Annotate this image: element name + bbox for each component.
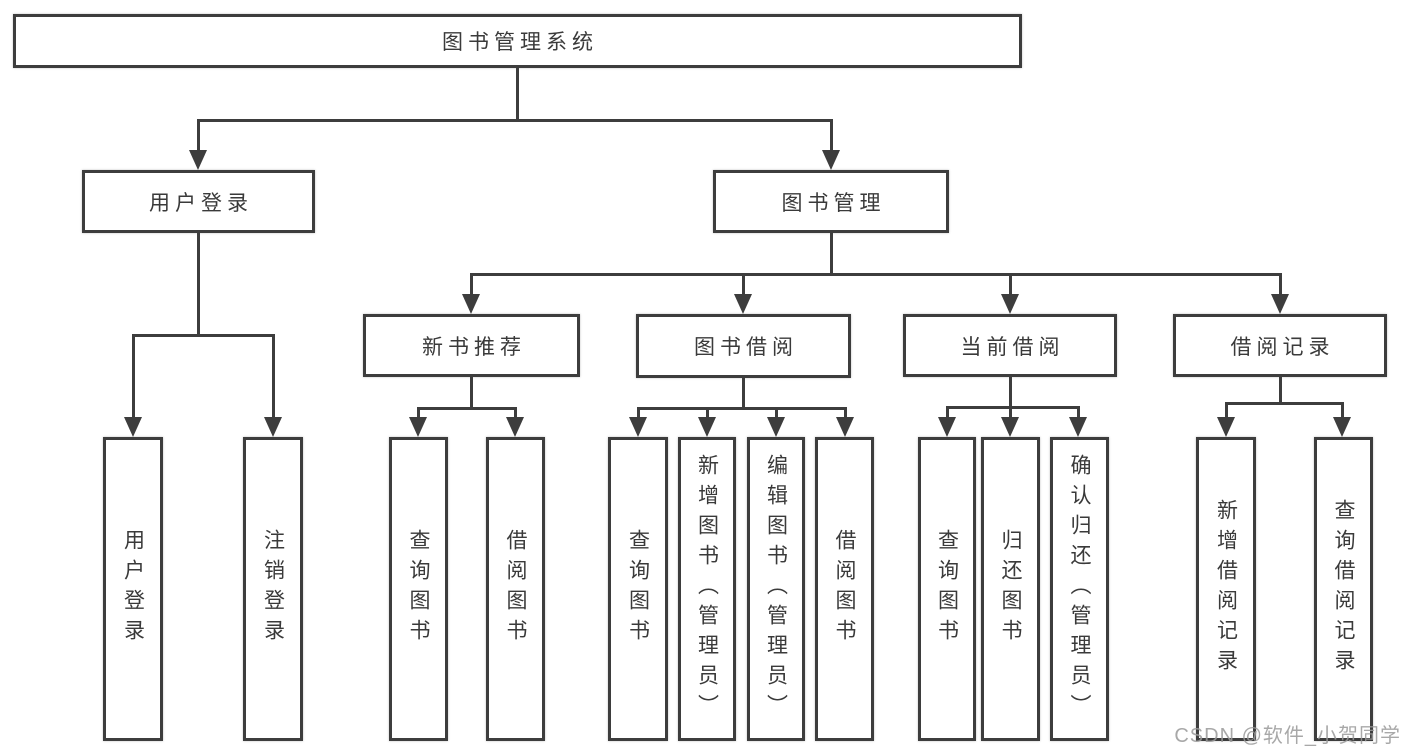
leaf-borrow-edit-book: 编辑图书（管理员）: [747, 437, 805, 741]
arrow-down-icon: [409, 417, 427, 437]
connector-userlogin-c1-shaft: [132, 334, 135, 419]
leaf-records-add: 新增借阅记录: [1196, 437, 1256, 741]
node-book-management: 图书管理: [713, 170, 949, 233]
leaf-user-login-label: 用户登录: [121, 529, 145, 649]
node-user-login-group: 用户登录: [82, 170, 315, 233]
node-current-borrow: 当前借阅: [903, 314, 1117, 377]
arrow-down-icon: [1217, 417, 1235, 437]
leaf-records-query-label: 查询借阅记录: [1332, 499, 1355, 679]
arrow-down-icon: [264, 417, 282, 437]
leaf-borrow-borrow-book-label: 借阅图书: [833, 529, 856, 649]
leaf-current-confirm-return: 确认归还（管理员）: [1050, 437, 1109, 741]
connector-current-stem: [1009, 377, 1012, 409]
arrow-down-icon: [767, 417, 785, 437]
connector-current-c3-shaft: [1077, 406, 1080, 419]
arrow-down-icon: [189, 150, 207, 170]
connector-newbook-c2-shaft: [514, 407, 517, 419]
leaf-newbook-query: 查询图书: [389, 437, 448, 741]
csdn-watermark: CSDN @软件_小贺同学: [1174, 725, 1401, 747]
leaf-logout: 注销登录: [243, 437, 303, 741]
arrow-down-icon: [629, 417, 647, 437]
arrow-down-icon: [506, 417, 524, 437]
arrow-down-icon: [938, 417, 956, 437]
connector-borrow-c2-shaft: [706, 407, 709, 419]
connector-bookmgmt-bar: [470, 273, 1281, 276]
node-borrow-records-label: 借阅记录: [1230, 335, 1335, 359]
leaf-current-query-label: 查询图书: [935, 529, 959, 649]
connector-userlogin-bar: [132, 334, 275, 337]
leaf-records-query: 查询借阅记录: [1314, 437, 1373, 741]
connector-borrow-c1-shaft: [637, 407, 640, 419]
leaf-borrow-borrow-book: 借阅图书: [815, 437, 874, 741]
arrow-down-icon: [124, 417, 142, 437]
leaf-current-return-label: 归还图书: [999, 529, 1022, 649]
node-root-label: 图书管理系统: [442, 31, 598, 54]
node-book-management-label: 图书管理: [781, 191, 886, 215]
arrow-down-icon: [698, 417, 716, 437]
connector-bookmgmt-c2-shaft: [742, 273, 745, 296]
connector-bookmgmt-c4-shaft: [1279, 273, 1282, 296]
leaf-newbook-borrow-label: 借阅图书: [504, 529, 527, 649]
arrow-down-icon: [734, 294, 752, 314]
connector-borrow-bar: [637, 407, 846, 410]
leaf-newbook-query-label: 查询图书: [407, 529, 430, 649]
arrow-down-icon: [836, 417, 854, 437]
connector-records-stem: [1279, 377, 1282, 405]
connector-records-c2-shaft: [1341, 402, 1344, 419]
connector-current-c2-shaft: [1009, 406, 1012, 419]
leaf-current-return: 归还图书: [981, 437, 1040, 741]
leaf-borrow-query-label: 查询图书: [626, 529, 650, 649]
node-borrow-records: 借阅记录: [1173, 314, 1387, 377]
connector-newbook-bar: [417, 407, 517, 410]
connector-borrow-c3-shaft: [775, 407, 778, 419]
connector-records-bar: [1225, 402, 1343, 405]
arrow-down-icon: [1333, 417, 1351, 437]
connector-userlogin-c2-shaft: [272, 334, 275, 419]
leaf-records-add-label: 新增借阅记录: [1214, 499, 1238, 679]
connector-bookmgmt-stem: [830, 233, 833, 276]
node-new-book-recommend: 新书推荐: [363, 314, 580, 377]
node-book-borrow-label: 图书借阅: [694, 336, 798, 359]
connector-userlogin-stem: [197, 233, 200, 337]
leaf-borrow-add-book: 新增图书（管理员）: [678, 437, 736, 741]
connector-bookmgmt-c3-shaft: [1009, 273, 1012, 296]
node-user-login-group-label: 用户登录: [149, 191, 253, 215]
node-root: 图书管理系统: [13, 14, 1022, 68]
connector-root-userlogin-shaft: [197, 119, 200, 152]
leaf-borrow-query: 查询图书: [608, 437, 668, 741]
arrow-down-icon: [1069, 417, 1087, 437]
connector-current-c1-shaft: [946, 406, 949, 419]
leaf-current-confirm-return-label: 确认归还（管理员）: [1068, 454, 1091, 724]
connector-root-bookmgmt-shaft: [830, 119, 833, 152]
connector-root-stem: [516, 68, 519, 121]
connector-current-bar: [946, 406, 1080, 409]
connector-newbook-c1-shaft: [417, 407, 420, 419]
leaf-newbook-borrow: 借阅图书: [486, 437, 545, 741]
arrow-down-icon: [822, 150, 840, 170]
node-new-book-recommend-label: 新书推荐: [422, 335, 526, 359]
node-book-borrow: 图书借阅: [636, 314, 851, 378]
connector-root-bar: [197, 119, 833, 122]
connector-borrow-stem: [742, 378, 745, 410]
connector-bookmgmt-c1-shaft: [470, 273, 473, 296]
leaf-borrow-add-book-label: 新增图书（管理员）: [695, 454, 719, 724]
leaf-user-login: 用户登录: [103, 437, 163, 741]
arrow-down-icon: [1001, 417, 1019, 437]
arrow-down-icon: [1001, 294, 1019, 314]
connector-newbook-stem: [470, 377, 473, 410]
leaf-current-query: 查询图书: [918, 437, 976, 741]
leaf-borrow-edit-book-label: 编辑图书（管理员）: [764, 454, 788, 724]
arrow-down-icon: [462, 294, 480, 314]
leaf-logout-label: 注销登录: [261, 529, 285, 649]
connector-records-c1-shaft: [1225, 402, 1228, 419]
connector-borrow-c4-shaft: [844, 407, 847, 419]
arrow-down-icon: [1271, 294, 1289, 314]
node-current-borrow-label: 当前借阅: [960, 335, 1065, 359]
